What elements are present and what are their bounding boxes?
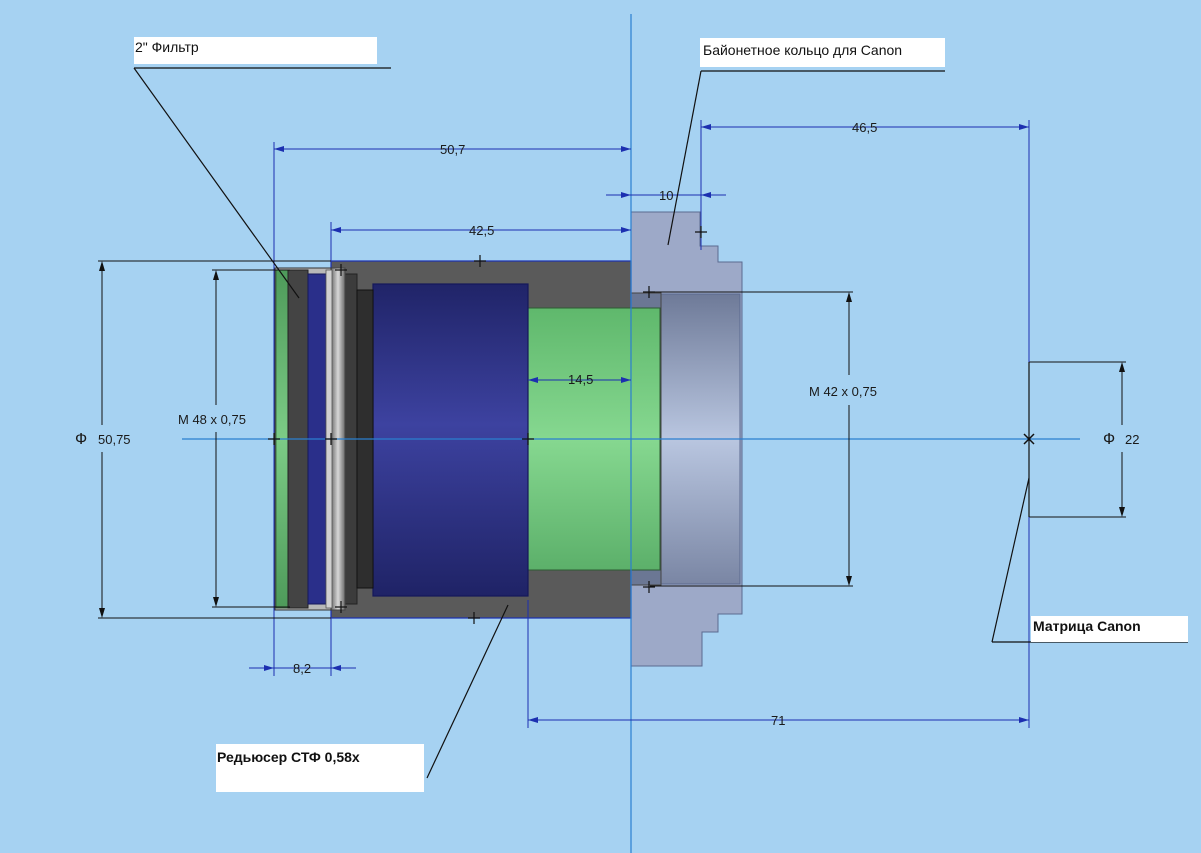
dim-50-7: 50,7: [440, 142, 465, 157]
thread-m42: М 42 х 0,75: [809, 384, 877, 399]
vertical-dimension-lines: [98, 260, 853, 619]
dim-22: 22: [1125, 432, 1139, 447]
dim-50-75: 50,75: [98, 432, 131, 447]
dim-14-5: 14,5: [568, 372, 593, 387]
filter-label-box: [134, 37, 377, 64]
reducer-label: Редьюсер СТФ 0,58х: [217, 749, 360, 765]
dim-71: 71: [771, 713, 785, 728]
sensor-plane: [1023, 361, 1126, 518]
cross-markers: [268, 226, 707, 624]
reducer-lens-element: [372, 283, 529, 597]
dim-42-5: 42,5: [469, 223, 494, 238]
filter-label: 2" Фильтр: [135, 39, 199, 55]
thread-m48: М 48 х 0,75: [178, 412, 246, 427]
dimension-lines: [249, 120, 1030, 728]
dim-46-5: 46,5: [852, 120, 877, 135]
callout-leaders: [133, 67, 1188, 779]
black-arrowheads: [99, 261, 852, 618]
bayonet-label-box: [700, 38, 945, 67]
dimension-arrowheads: [264, 124, 1029, 723]
dim-8-2: 8,2: [293, 661, 311, 676]
diameter-symbol-left: Ф: [75, 431, 87, 448]
sensor-label-box: [1031, 616, 1188, 642]
diameter-symbol-right: Ф: [1103, 431, 1115, 448]
dim-10: 10: [659, 188, 673, 203]
reducer-label-box: [216, 744, 424, 792]
bayonet-label: Байонетное кольцо для Canon: [703, 42, 902, 58]
sensor-label: Матрица Canon: [1033, 618, 1141, 634]
